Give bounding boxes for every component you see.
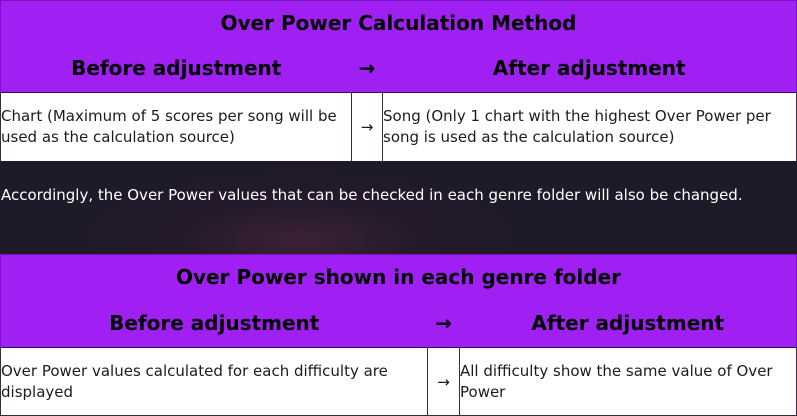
calculation-method-title: Over Power Calculation Method	[0, 0, 797, 45]
genre-folder-title: Over Power shown in each genre folder	[0, 254, 797, 300]
after-adjustment-header: After adjustment	[459, 299, 797, 348]
before-adjustment-cell: Chart (Maximum of 5 scores per song will…	[0, 92, 352, 162]
header-arrow: →	[427, 299, 460, 348]
calculation-method-table: Over Power Calculation Method Before adj…	[0, 0, 797, 162]
header-arrow: →	[351, 44, 383, 93]
row-arrow: →	[351, 92, 383, 162]
announcement-text: Accordingly, the Over Power values that …	[1, 185, 743, 204]
genre-folder-table: Over Power shown in each genre folder Be…	[0, 254, 797, 416]
after-adjustment-cell: Song (Only 1 chart with the highest Over…	[382, 92, 797, 162]
before-adjustment-header: Before adjustment	[0, 299, 428, 348]
after-adjustment-header: After adjustment	[382, 44, 797, 93]
row-arrow: →	[427, 347, 460, 416]
before-adjustment-header: Before adjustment	[0, 44, 352, 93]
announcement-banner: Accordingly, the Over Power values that …	[0, 161, 797, 254]
after-adjustment-cell: All difficulty show the same value of Ov…	[458, 347, 797, 416]
before-adjustment-cell: Over Power values calculated for each di…	[0, 347, 428, 416]
